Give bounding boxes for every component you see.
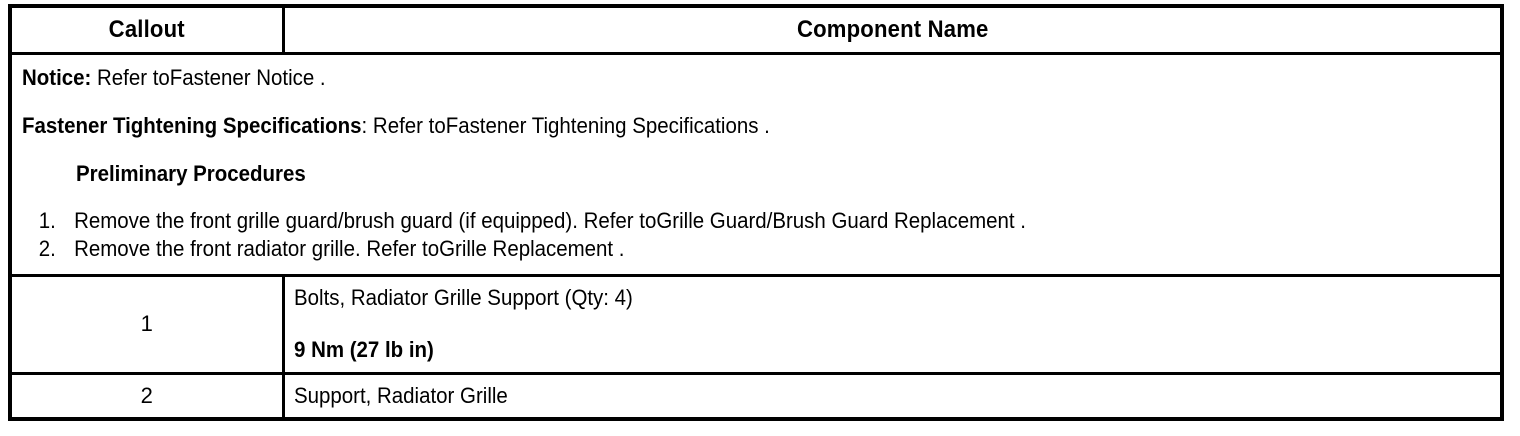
notice-reference-text: Refer toFastener Notice . [91,65,326,90]
component-name-cell: Support, Radiator Grille [283,373,1502,420]
table-row: 1 Bolts, Radiator Grille Support (Qty: 4… [10,275,1502,375]
list-item-number: 2. [38,236,56,262]
component-description: Bolts, Radiator Grille Support (Qty: 4) [293,285,633,311]
list-item: 1. Remove the front grille guard/brush gu… [22,207,1385,236]
callout-number-cell: 2 [10,373,285,420]
table-row: 2 Support, Radiator Grille [10,373,1502,420]
header-label-callout: Callout [108,16,185,43]
preliminary-procedures-list: 1. Remove the front grille guard/brush gu… [22,207,1488,264]
notice-procedures-row: Notice: Refer toFastener Notice . Fasten… [10,53,1502,278]
header-label-component-name: Component Name [796,16,989,43]
list-item-text: Remove the front radiator grille. Refer … [74,236,625,262]
callout-number-cell: 1 [10,275,285,375]
table-header-row: Callout Component Name [10,6,1502,55]
notice-paragraph: Notice: Refer toFastener Notice . [22,65,1385,91]
notice-label: Notice: [22,65,92,90]
fastener-tightening-paragraph: Fastener Tightening Specifications: Refe… [22,113,1385,139]
header-cell-component-name: Component Name [283,6,1502,55]
fastener-tightening-reference-text: : Refer toFastener Tightening Specificat… [361,112,770,138]
notice-procedures-cell: Notice: Refer toFastener Notice . Fasten… [10,53,1502,278]
list-item: 2. Remove the front radiator grille. Refe… [22,235,1385,264]
preliminary-procedures-heading: Preliminary Procedures [76,160,306,186]
fastener-tightening-label: Fastener Tightening Specifications [22,112,362,138]
header-cell-callout: Callout [10,6,285,55]
component-name-cell: Bolts, Radiator Grille Support (Qty: 4) … [283,275,1502,375]
list-item-number: 1. [38,207,56,233]
list-item-text: Remove the front grille guard/brush guar… [74,207,1026,233]
component-description: Support, Radiator Grille [293,382,508,408]
torque-specification: 9 Nm (27 lb in) [293,337,434,363]
component-specification-table: Callout Component Name Notice: Refer toF… [8,4,1504,422]
